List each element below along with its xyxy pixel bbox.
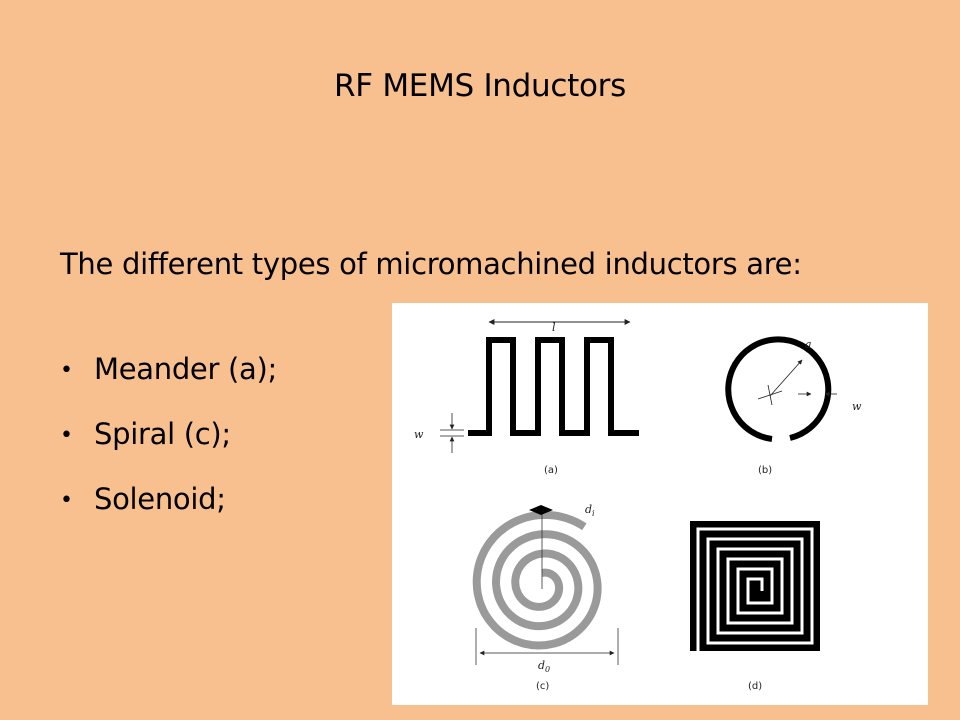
- square-spiral-inductor-diagram: (d): [690, 521, 820, 692]
- width-label: w: [414, 428, 424, 441]
- bullet-item-meander: • Meander (a);: [60, 352, 277, 417]
- caption-c: (c): [536, 681, 549, 692]
- circular-inductor-diagram: a w (b): [725, 336, 862, 476]
- bullet-text: Solenoid;: [94, 482, 226, 516]
- bullet-icon: •: [60, 423, 73, 448]
- inner-diameter-label: di: [585, 503, 595, 518]
- radius-label: a: [805, 338, 812, 351]
- caption-b: (b): [758, 465, 772, 476]
- bullet-text: Meander (a);: [94, 352, 277, 386]
- slide-title: RF MEMS Inductors: [334, 68, 626, 104]
- bullet-item-solenoid: • Solenoid;: [60, 482, 277, 547]
- bullet-list: • Meander (a); • Spiral (c); • Solenoid;: [60, 352, 277, 547]
- caption-d: (d): [748, 681, 762, 692]
- outer-diameter-label: d0: [538, 659, 550, 674]
- bullet-icon: •: [60, 488, 73, 513]
- intro-text: The different types of micromachined ind…: [60, 247, 802, 281]
- trace-width-label: w: [852, 400, 862, 413]
- bullet-text: Spiral (c);: [94, 417, 231, 451]
- length-label: l: [552, 321, 556, 334]
- spiral-inductor-diagram: di d0 (c): [472, 503, 619, 692]
- caption-a: (a): [544, 465, 558, 476]
- meander-inductor-diagram: l w (a): [414, 319, 639, 476]
- bullet-item-spiral: • Spiral (c);: [60, 417, 277, 482]
- inductor-types-figure: l w (a) a w (b): [392, 303, 928, 705]
- bullet-icon: •: [60, 358, 73, 383]
